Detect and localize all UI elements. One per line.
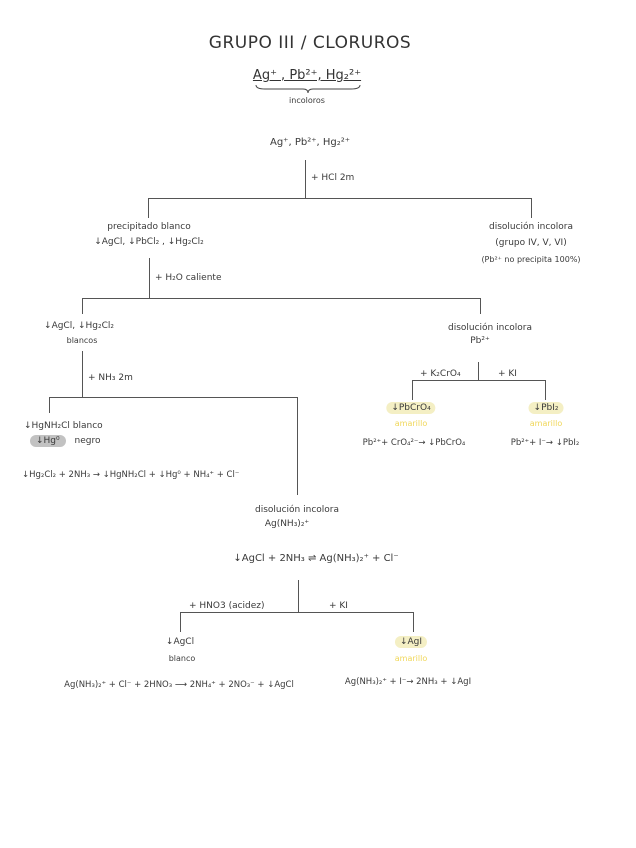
chlorides-formula: ↓AgCl, ↓Hg₂Cl₂ <box>44 321 114 331</box>
connector-line <box>82 351 84 397</box>
header-ions: Ag⁺ , Pb²⁺, Hg₂²⁺ <box>252 68 362 83</box>
precipitate-label: precipitado blanco <box>107 222 191 232</box>
connector-line <box>413 612 415 632</box>
hgnh2cl-product: ↓HgNH₂Cl blanco <box>24 421 103 431</box>
pbcro4-color: amarillo <box>394 419 428 428</box>
pbi2-product: ↓PbI₂ <box>528 402 564 414</box>
agcl-color: blanco <box>168 654 196 663</box>
connector-line <box>49 397 51 413</box>
connector-line <box>298 580 300 612</box>
connector-line <box>148 198 150 218</box>
agi-color: amarillo <box>394 654 428 663</box>
connector-line <box>180 612 414 614</box>
pbcro4-equation: Pb²⁺+ CrO₄²⁻→ ↓PbCrO₄ <box>362 438 466 448</box>
connector-line <box>49 397 298 399</box>
chlorides-note: blancos <box>66 336 98 345</box>
reagent-k2cro4: + K₂CrO₄ <box>420 369 461 379</box>
connector-line <box>478 362 480 380</box>
connector-line <box>412 380 545 382</box>
pbi2-equation: Pb²⁺+ I⁻→ ↓PbI₂ <box>510 438 580 448</box>
pb-solution-label: disolución incolora <box>447 323 533 333</box>
ag-solution-label: disolución incolora <box>254 505 340 515</box>
connector-line <box>297 397 299 495</box>
reagent-ki: + KI <box>498 369 517 379</box>
pbcro4-product: ↓PbCrO₄ <box>386 402 436 414</box>
agcl-nh3-equation: ↓AgCl + 2NH₃ ⇌ Ag(NH₃)₂⁺ + Cl⁻ <box>233 553 399 564</box>
pb-ion: Pb²⁺ <box>470 336 490 346</box>
connector-line <box>148 198 531 200</box>
solution-groups: (grupo IV, V, VI) <box>495 238 567 248</box>
connector-line <box>82 298 480 300</box>
reagent-nh3: + NH₃ 2m <box>88 373 133 383</box>
precipitate-formula: ↓AgCl, ↓PbCl₂ , ↓Hg₂Cl₂ <box>94 237 204 247</box>
reagent-hno3: + HNO3 (acidez) <box>189 601 265 611</box>
solution-label: disolución incolora <box>488 222 574 232</box>
agi-product: ↓AgI <box>394 636 428 648</box>
solution-note: (Pb²⁺ no precipita 100%) <box>481 255 581 264</box>
reagent-hcl: + HCl 2m <box>311 173 355 183</box>
agcl-hno3-equation: Ag(NH₃)₂⁺ + Cl⁻ + 2HNO₃ ⟶ 2NH₄⁺ + 2NO₃⁻ … <box>64 680 294 690</box>
connector-line <box>149 258 151 298</box>
connector-line <box>305 160 307 198</box>
connector-line <box>82 298 84 314</box>
reagent-hot-water: + H₂O caliente <box>155 273 222 283</box>
connector-line <box>412 380 414 400</box>
hg2cl2-equation: ↓Hg₂Cl₂ + 2NH₃ → ↓HgNH₂Cl + ↓Hg⁰ + NH₄⁺ … <box>22 470 240 480</box>
connector-line <box>180 612 182 632</box>
ag-complex-ion: Ag(NH₃)₂⁺ <box>264 519 310 529</box>
connector-line <box>480 298 482 314</box>
hg0-product: ↓Hg⁰ negro <box>30 435 100 447</box>
agi-equation: Ag(NH₃)₂⁺ + I⁻→ 2NH₃ + ↓AgI <box>344 677 472 687</box>
connector-line <box>531 198 533 218</box>
header-ions-note: incoloros <box>289 96 325 105</box>
brace-icon <box>255 84 361 94</box>
connector-line <box>545 380 547 400</box>
pbi2-color: amarillo <box>529 419 563 428</box>
agcl-product: ↓AgCl <box>165 637 195 647</box>
start-ions: Ag⁺, Pb²⁺, Hg₂²⁺ <box>269 137 351 148</box>
page-title: GRUPO III / CLORUROS <box>208 33 412 53</box>
reagent-ki-ag: + KI <box>329 601 348 611</box>
